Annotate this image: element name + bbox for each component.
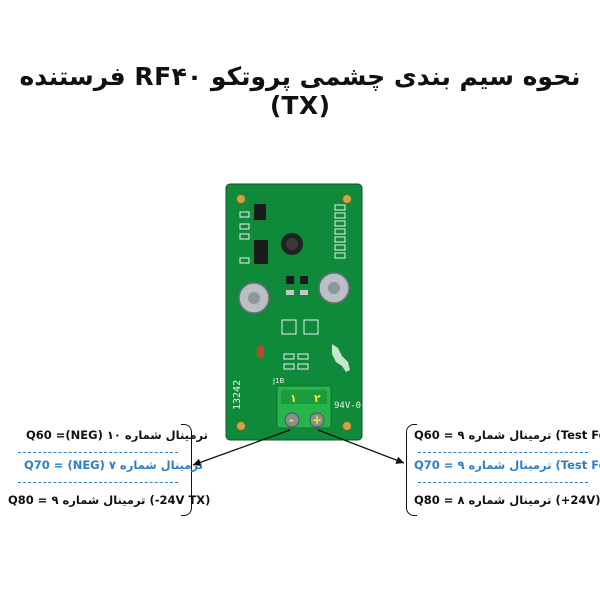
right-separator (418, 452, 588, 453)
terminal-screw-left (284, 412, 300, 428)
board-rating: 94V-0 (334, 401, 361, 411)
weee-symbol (303, 319, 319, 335)
right-row-3: Q80 = ترمینال شماره ۸ (+24V) (414, 493, 600, 507)
j-label: J1B (272, 377, 285, 385)
esd-symbol (281, 319, 297, 335)
pad-1: ۱ (290, 392, 297, 405)
ic-u1b (254, 240, 268, 264)
terminal-screw-right (309, 412, 325, 428)
terminal-plus: + (312, 413, 322, 427)
map-outline (332, 344, 350, 372)
left-row-2: Q70 = (NEG) ترمینال شماره ۷ (24, 458, 203, 472)
board-code: 13242 (232, 380, 243, 410)
left-row1-extra: (NEG) (65, 428, 103, 442)
diode (257, 346, 264, 358)
left-q80: Q80 = (8, 493, 48, 507)
left-row1-terminal: ترمینال شماره ۱۰ (106, 428, 208, 442)
right-row1-extra: (Test Foto) (555, 428, 600, 442)
left-row3-extra: (-24V TX) (149, 493, 211, 507)
left-bracket (181, 424, 192, 516)
left-row-1: Q60 =(NEG) ترمینال شماره ۱۰ (26, 428, 208, 442)
right-row1-terminal: ترمینال شماره ۹ (457, 428, 552, 442)
left-resistors (239, 211, 250, 264)
left-separator (18, 482, 178, 483)
left-q70: Q70 = (24, 458, 64, 472)
lower-resistors (283, 353, 309, 370)
right-separator (418, 482, 588, 483)
mount-hole (342, 421, 352, 431)
left-row2-terminal: ترمینال شماره ۷ (108, 458, 203, 472)
right-bracket (406, 424, 417, 516)
terminal-minus: - (289, 413, 294, 427)
left-separator (18, 452, 178, 453)
resistor-array (334, 204, 346, 259)
right-row2-extra: (Test Foto) (555, 458, 600, 472)
smd-part (300, 276, 308, 284)
right-row-1: Q60 = ترمینال شماره ۹ (Test Foto) (414, 428, 600, 442)
transistor-q2 (254, 204, 266, 220)
right-q80: Q80 = (414, 493, 454, 507)
pad-2: ۲ (314, 392, 321, 405)
right-row-2: Q70 = ترمینال شماره ۹ (Test Foto) (414, 458, 600, 472)
right-q60: Q60 = (414, 428, 454, 442)
left-q60: Q60 = (26, 428, 66, 442)
arrow-negative (192, 429, 291, 467)
right-row2-terminal: ترمینال شماره ۹ (457, 458, 552, 472)
right-row3-extra: (+24V) (555, 493, 600, 507)
smd-part (286, 290, 294, 295)
left-row2-extra: (NEG) (67, 458, 105, 472)
mount-hole (236, 194, 246, 204)
left-row3-terminal: ترمینال شماره ۹ (51, 493, 146, 507)
right-row3-terminal: ترمینال شماره ۸ (457, 493, 552, 507)
left-row-3: Q80 = ترمینال شماره ۹ (-24V TX) (8, 493, 210, 507)
smd-part (286, 276, 294, 284)
mount-hole (342, 194, 352, 204)
arrow-positive (317, 429, 405, 464)
mount-hole (236, 421, 246, 431)
right-q70: Q70 = (414, 458, 454, 472)
page-title: نحوه سیم بندی چشمی پروتکو RF۴۰ فرستنده (… (19, 62, 581, 120)
smd-part (300, 290, 308, 295)
